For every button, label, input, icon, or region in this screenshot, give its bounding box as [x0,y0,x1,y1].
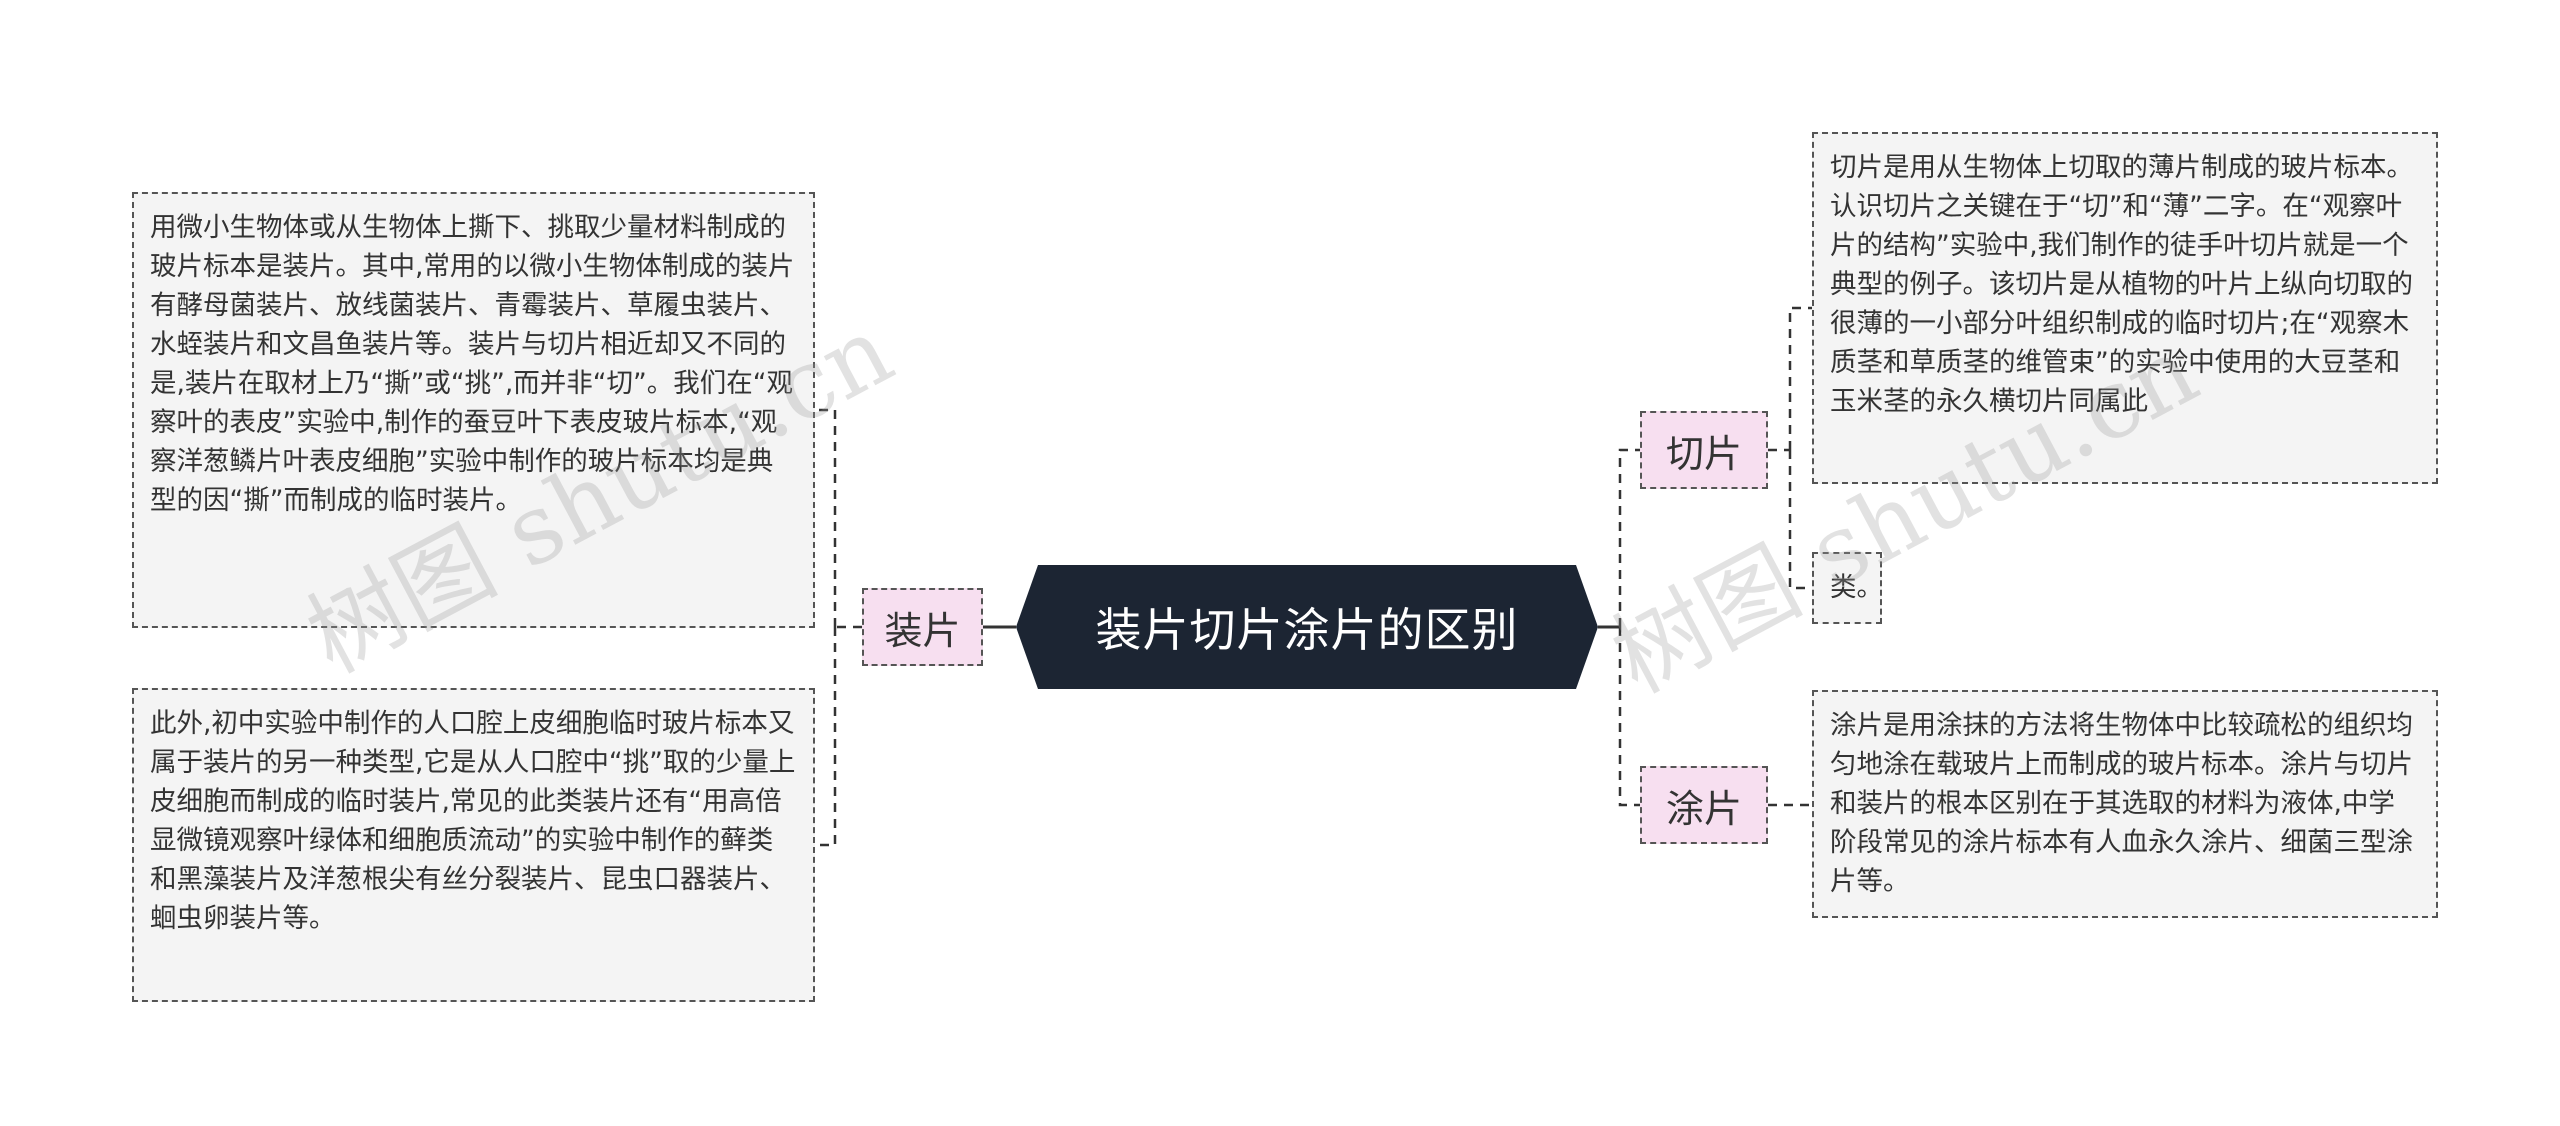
branch-tupian[interactable]: 涂片 [1640,766,1768,844]
branch-qiepian-label: 切片 [1665,431,1742,476]
connector-zhuangpian-leaves [815,408,862,847]
branch-qiepian[interactable]: 切片 [1640,411,1768,489]
leaf-zhuangpian-1-text: 用微小生物体或从生物体上撕下、挑取少量材料制成的玻片标本是装片。其中,常用的以微… [150,212,795,516]
branch-zhuangpian[interactable]: 装片 [862,588,983,666]
leaf-zhuangpian-2-text: 此外,初中实验中制作的人口腔上皮细胞临时玻片标本又属于装片的另一种类型,它是从人… [150,708,796,934]
leaf-tupian-1-text: 涂片是用涂抹的方法将生物体中比较疏松的组织均匀地涂在载玻片上而制成的玻片标本。涂… [1830,710,2413,897]
leaf-tupian-1[interactable]: 涂片是用涂抹的方法将生物体中比较疏松的组织均匀地涂在载玻片上而制成的玻片标本。涂… [1812,690,2438,918]
connector-right-trunk [1618,448,1640,807]
leaf-zhuangpian-1[interactable]: 用微小生物体或从生物体上撕下、挑取少量材料制成的玻片标本是装片。其中,常用的以微… [132,192,815,628]
connector-qiepian-leaves [1768,306,1812,590]
leaf-qiepian-2[interactable]: 类。 [1812,552,1882,624]
branch-tupian-label: 涂片 [1665,786,1742,831]
central-topic-label: 装片切片涂片的区别 [1095,603,1519,657]
leaf-qiepian-1-text: 切片是用从生物体上切取的薄片制成的玻片标本。认识切片之关键在于“切”和“薄”二字… [1830,152,2413,417]
branch-zhuangpian-label: 装片 [884,608,961,653]
leaf-qiepian-1[interactable]: 切片是用从生物体上切取的薄片制成的玻片标本。认识切片之关键在于“切”和“薄”二字… [1812,132,2438,484]
leaf-qiepian-2-text: 类。 [1830,572,1882,603]
central-topic[interactable]: 装片切片涂片的区别 [1016,565,1598,689]
leaf-zhuangpian-2[interactable]: 此外,初中实验中制作的人口腔上皮细胞临时玻片标本又属于装片的另一种类型,它是从人… [132,688,815,1002]
central-topic-shape [1016,565,1598,689]
